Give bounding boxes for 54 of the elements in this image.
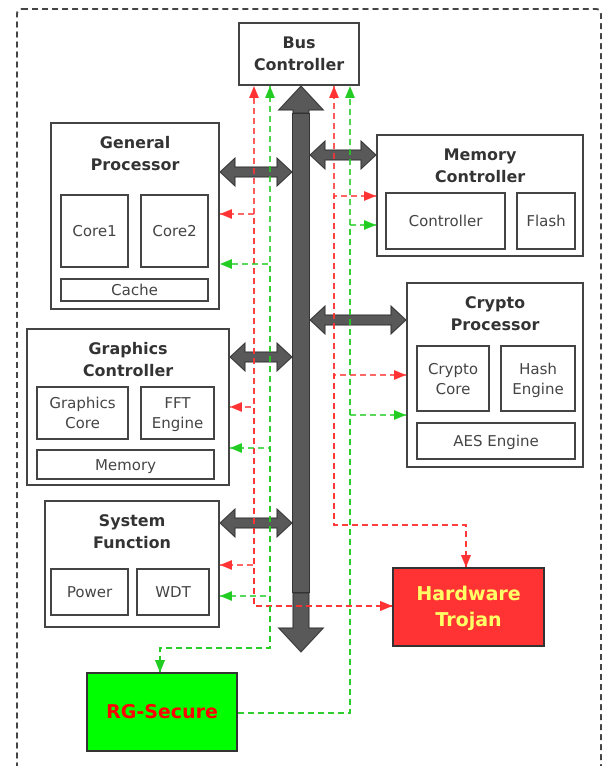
component-box xyxy=(385,192,506,250)
bus-arrow xyxy=(277,592,325,653)
bus-arrow xyxy=(309,304,407,336)
signal-arrow xyxy=(220,560,392,611)
component-box xyxy=(60,194,129,268)
box-label: Graphics Core xyxy=(48,393,117,433)
box-label: Controller xyxy=(408,211,482,231)
bus-arrow xyxy=(219,508,293,538)
box-label: Cache xyxy=(111,280,158,300)
component-box xyxy=(416,422,576,460)
box-label: Core1 xyxy=(72,221,117,241)
signal-arrow xyxy=(238,410,406,714)
box-label: Hash Engine xyxy=(511,358,565,398)
signal-arrow xyxy=(333,370,471,567)
component-box xyxy=(50,568,129,616)
component-box xyxy=(36,386,129,440)
box-title: System Function xyxy=(92,510,172,554)
component-box xyxy=(140,386,215,440)
box-label: FFT Engine xyxy=(150,393,204,433)
module-box xyxy=(44,500,220,628)
box-label: WDT xyxy=(155,582,191,602)
box-label: Flash xyxy=(526,211,566,231)
security-box xyxy=(86,672,238,752)
bus-arrow xyxy=(277,85,325,114)
component-box xyxy=(500,345,576,412)
module-box xyxy=(26,328,230,486)
bus-arrow xyxy=(219,156,293,188)
box-title: Memory Controller xyxy=(434,144,526,188)
box-title: Graphics Controller xyxy=(82,338,174,382)
box-label: Crypto Core xyxy=(426,358,480,398)
bus-arrow xyxy=(229,342,293,372)
bus-arrow xyxy=(309,140,377,170)
box-label: AES Engine xyxy=(453,431,539,451)
component-box xyxy=(416,345,490,412)
box-title: General Processor xyxy=(90,132,180,176)
component-box xyxy=(516,192,576,250)
component-box xyxy=(36,449,215,480)
box-label: Core2 xyxy=(152,221,197,241)
module-box xyxy=(238,22,360,86)
signal-arrow xyxy=(155,591,271,672)
module-box xyxy=(50,122,220,310)
trojan-box xyxy=(392,567,545,647)
module-box xyxy=(406,282,584,468)
box-label: Hardware Trojan xyxy=(415,582,522,633)
box-label: Power xyxy=(66,582,112,602)
component-box xyxy=(60,278,209,302)
box-label: Memory xyxy=(94,454,156,474)
box-label: RG-Secure xyxy=(106,700,218,725)
bus-bar xyxy=(292,113,310,593)
box-title: Crypto Processor xyxy=(450,292,540,336)
component-box xyxy=(140,194,209,268)
component-box xyxy=(136,568,210,616)
module-box xyxy=(376,134,584,257)
box-title: Bus Controller xyxy=(252,32,346,76)
